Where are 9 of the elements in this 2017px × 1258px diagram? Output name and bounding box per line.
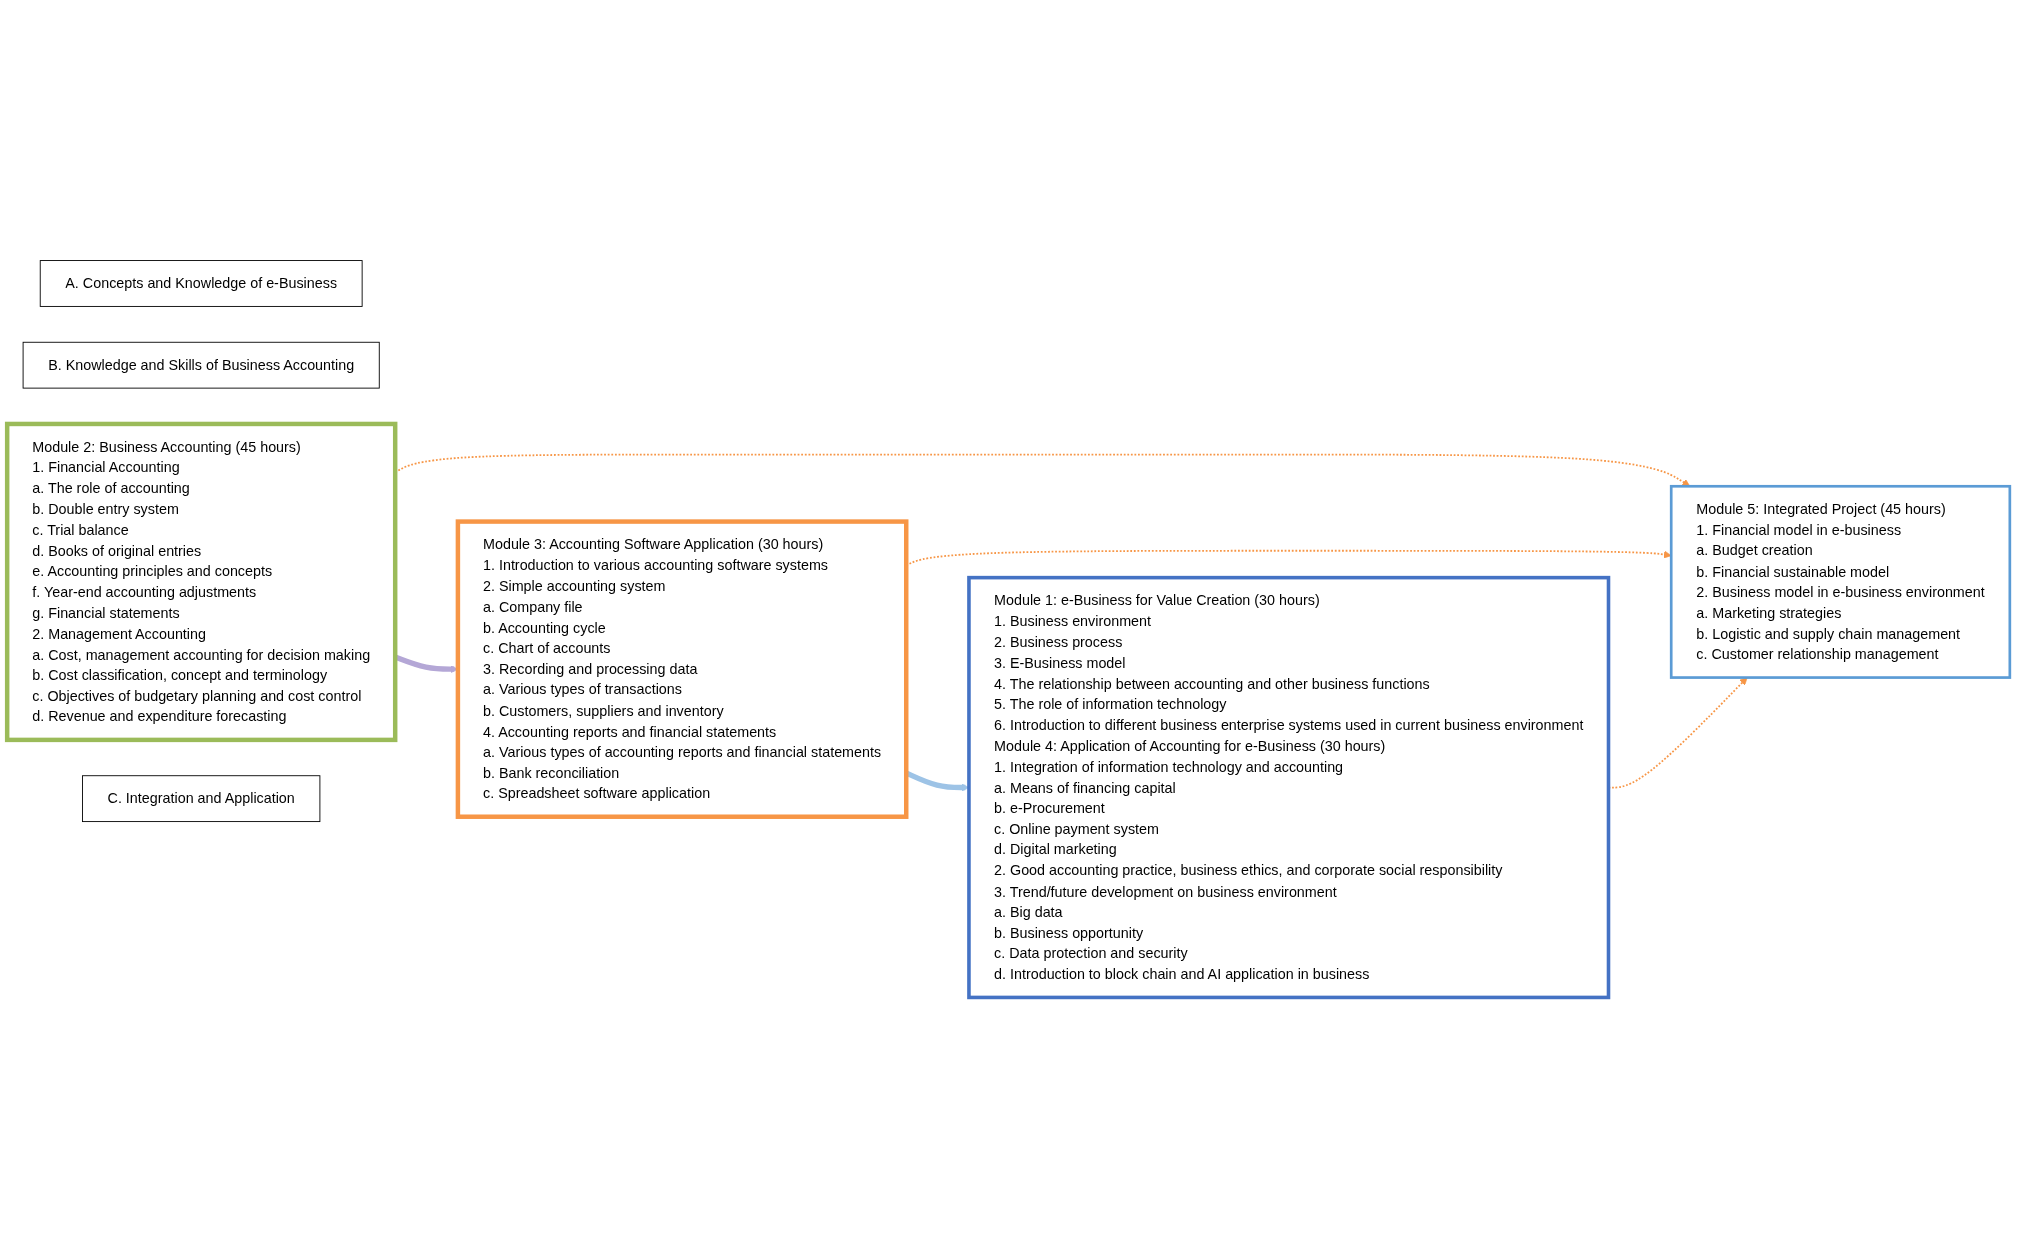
node-box: A. Concepts and Knowledge of e-Business [39, 260, 363, 307]
node-box: C. Integration and Application [82, 775, 321, 823]
node-box: B. Knowledge and Skills of Business Accounting [22, 341, 380, 389]
arrow [905, 770, 970, 792]
arrow [394, 654, 459, 674]
node-box: Module 2: Business Accounting (45 hours) 1. Financial Accounting a. The role of accounting b. Double entry system c. Trial balance d. Books of original entries e. Accounting principles and concepts f. Year-end accounting adjustments g. Financial statements 2. Management Accounting a. Cost, management accounting for decision making b. Cost classification, concept and terminology c. Objectives of budgetary planning and cost control d. Revenue and expenditure forecasting [4, 421, 398, 743]
node-box: Module 5: Integrated Project (45 hours) 1. Financial model in e-business a. Budget creation b. Financial sustainable model 2. Business model in e-business environment a. Marketing strategies b. Logistic and supply chain management c. Customer relationship management [1669, 484, 2012, 679]
node-box: Module 1: e-Business for Value Creation (30 hours) 1. Business environment 2. Business process 3. E-Business model 4. The relationship between accounting and other business functions 5. The role of information technology 6. Introduction to different business enterprise systems used in current business environment Module 4: Application of Accounting for e-Business (30 hours) 1. Integration of information technology and accounting a. Means of financing capital b. e-Procurement c. Online payment system d. Digital marketing 2. Good accounting practice, business ethics, and corporate social responsibility 3. Trend/future development on business environment a. Big data b. Business opportunity c. Data protection and security d. Introduction to block chain and AI application in business [967, 575, 1611, 1000]
node-box: Module 3: Accounting Software Application (30 hours) 1. Introduction to various accounting software systems 2. Simple accounting system a. Company file b. Accounting cycle c. Chart of accounts 3. Recording and processing data a. Various types of transactions b. Customers, suppliers and inventory 4. Accounting reports and financial statements a. Various types of accounting reports and financial statements b. Bank reconciliation c. Spreadsheet software application [455, 519, 909, 819]
